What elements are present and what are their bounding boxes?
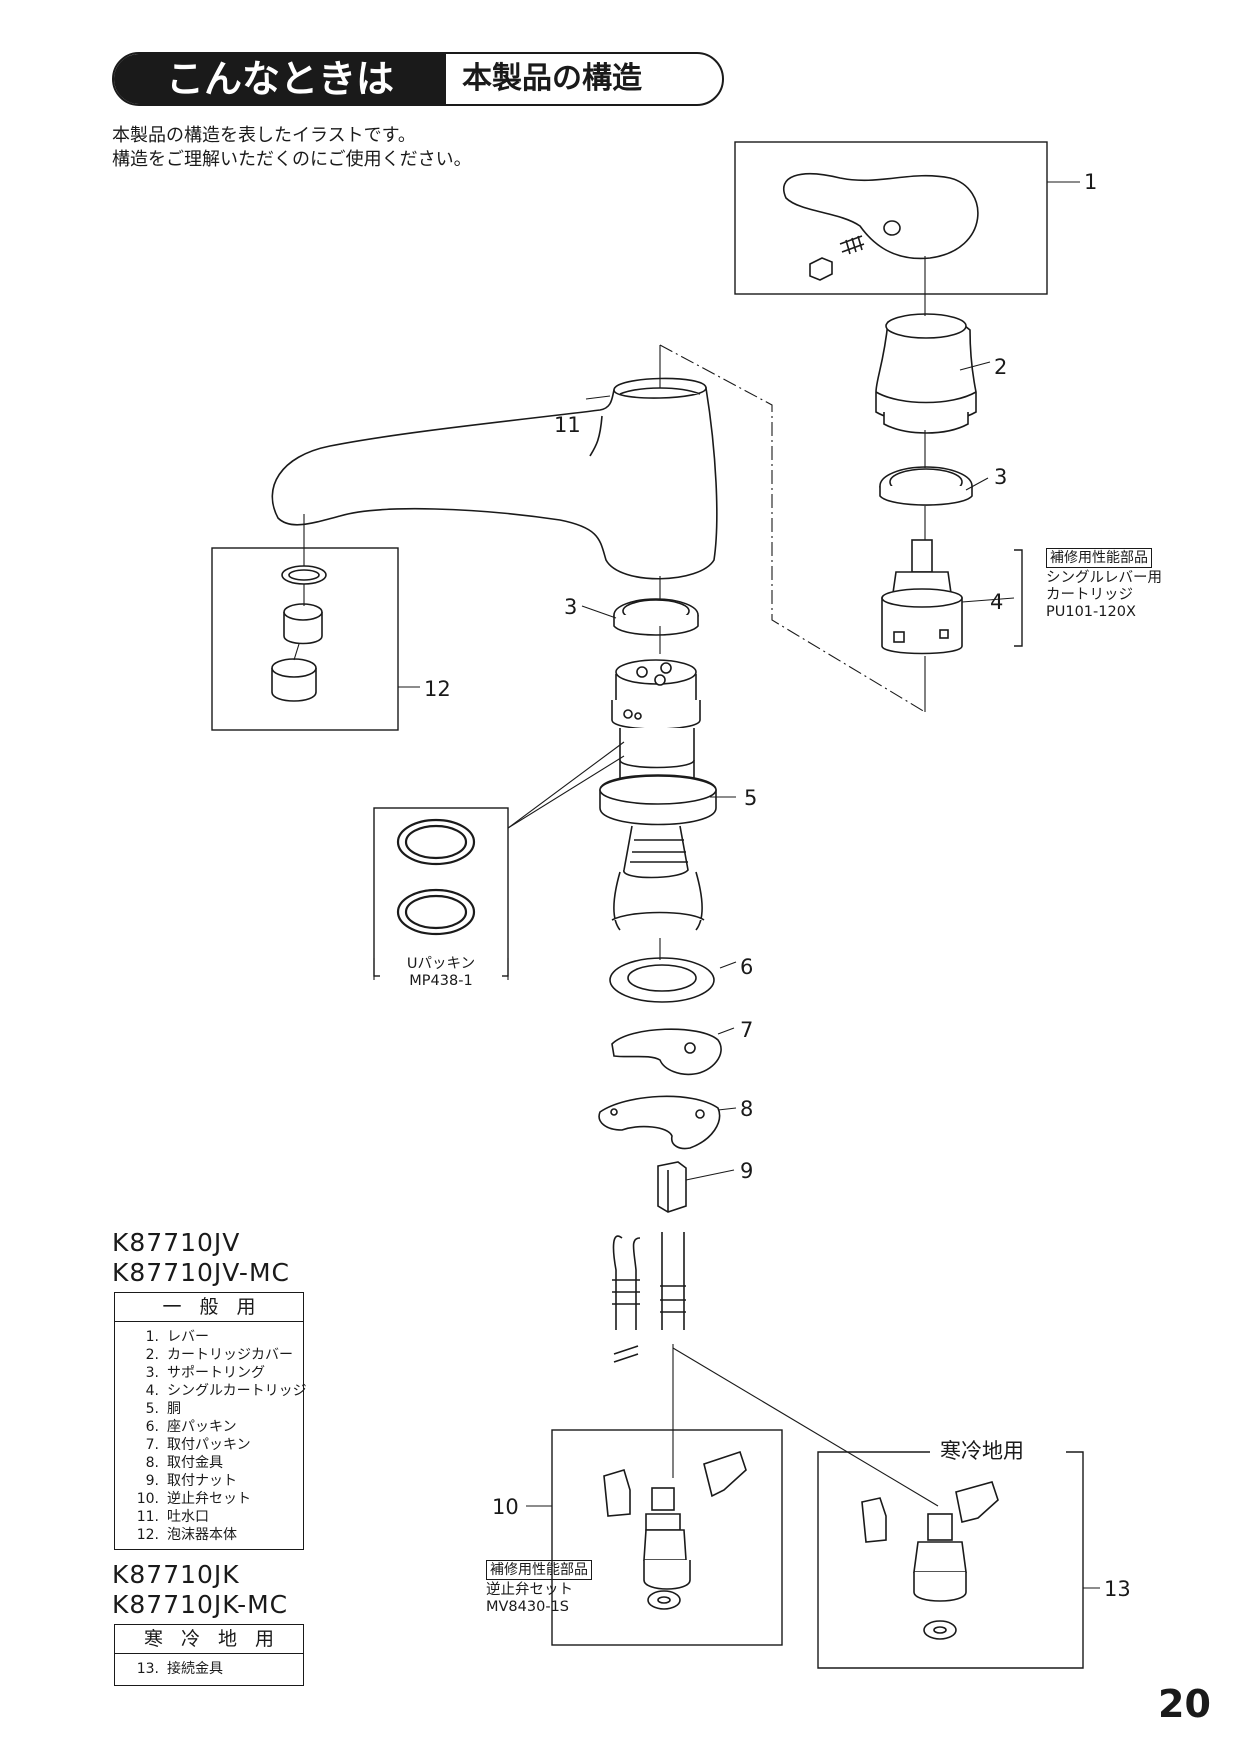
mounting-packing-part [611, 1028, 722, 1076]
page-number: 20 [1158, 1682, 1211, 1726]
parts-row: 3.サポートリング [145, 1365, 265, 1381]
leader-lines [293, 181, 1100, 1589]
cold-table-heading: 寒冷地用 [115, 1625, 303, 1654]
section-tag: こんなときは [114, 54, 446, 104]
cold-parts-list: 13.接続金具 [115, 1654, 303, 1682]
callout-4: 4 [990, 590, 1004, 614]
valve-note: 補修用性能部品 逆止弁セット MV8430-1S [486, 1560, 592, 1616]
cold-region-label: 寒冷地用 [936, 1438, 1028, 1464]
general-parts-list: 1.レバー 2.カートリッジカバー 3.サポートリング 4.シングルカートリッジ… [115, 1322, 307, 1548]
body-part [599, 659, 717, 931]
aerator-part [271, 565, 327, 702]
callout-9: 9 [740, 1159, 754, 1183]
callout-8: 8 [740, 1097, 754, 1121]
cartridge-cover-part [875, 313, 977, 434]
mounting-bracket-part [598, 1095, 721, 1150]
cold-model-1: K87710JK [112, 1560, 240, 1589]
callout-5: 5 [744, 786, 758, 810]
parts-row: 13.接続金具 [136, 1661, 223, 1677]
packing-note-line-2: MP438-1 [409, 973, 473, 989]
callout-3-lower: 3 [564, 595, 578, 619]
lever-box [734, 141, 1048, 295]
callout-1: 1 [1084, 170, 1098, 194]
cold-box [817, 1451, 1084, 1669]
check-valve-part [603, 1450, 747, 1610]
hoses-part [612, 1232, 686, 1363]
callout-7: 7 [740, 1018, 754, 1042]
mounting-nut-part [657, 1161, 687, 1213]
parts-row: 12.泡沫器本体 [136, 1527, 237, 1543]
callout-6: 6 [740, 955, 754, 979]
support-ring-top [879, 466, 973, 506]
lever-part [783, 172, 979, 281]
valve-box [551, 1429, 783, 1646]
parts-row: 6.座パッキン [145, 1419, 237, 1435]
u-packing-part [396, 818, 476, 936]
cartridge-note-line-3: PU101-120X [1046, 604, 1136, 620]
callout-10: 10 [492, 1495, 519, 1519]
cartridge-note: 補修用性能部品 シングルレバー用 カートリッジ PU101-120X [1046, 548, 1162, 621]
parts-row: 8.取付金具 [145, 1455, 223, 1471]
valve-note-line-2: MV8430-1S [486, 1599, 569, 1615]
intro-text: 本製品の構造を表したイラストです。 構造をご理解いただくのにご使用ください。 [112, 124, 472, 172]
section-header: こんなときは 本製品の構造 [112, 52, 724, 106]
cold-fitting-part [861, 1481, 999, 1640]
packing-note: Uパッキン MP438-1 [380, 956, 502, 990]
parts-row: 9.取付ナット [145, 1473, 237, 1489]
general-model-1: K87710JV [112, 1228, 241, 1257]
general-model-2: K87710JV-MC [112, 1258, 290, 1287]
callout-11: 11 [554, 413, 581, 437]
packing-box [373, 807, 509, 977]
valve-note-line-1: 逆止弁セット [486, 1582, 573, 1598]
cartridge-note-line-1: シングルレバー用 [1046, 570, 1162, 586]
intro-line-2: 構造をご理解いただくのにご使用ください。 [112, 149, 472, 170]
cold-model-2: K87710JK-MC [112, 1590, 289, 1619]
cartridge-note-line-2: カートリッジ [1046, 587, 1133, 603]
seat-packing-part [609, 957, 715, 1003]
parts-row: 7.取付パッキン [145, 1437, 251, 1453]
callout-2: 2 [994, 355, 1008, 379]
callout-12: 12 [424, 677, 451, 701]
callout-13: 13 [1104, 1577, 1131, 1601]
support-ring-lower [613, 598, 699, 636]
spare-part-tag-valve: 補修用性能部品 [486, 1560, 592, 1580]
spout-part [271, 377, 718, 580]
aerator-box [211, 547, 399, 731]
general-parts-table: 一般用 1.レバー 2.カートリッジカバー 3.サポートリング 4.シングルカー… [114, 1292, 307, 1550]
callout-3-top: 3 [994, 465, 1008, 489]
parts-row: 4.シングルカートリッジ [145, 1383, 307, 1399]
intro-line-1: 本製品の構造を表したイラストです。 [112, 125, 416, 146]
cartridge-part [881, 539, 963, 655]
parts-row: 10.逆止弁セット [136, 1491, 251, 1507]
packing-note-line-1: Uパッキン [406, 956, 476, 972]
page-title: 本製品の構造 [462, 61, 642, 96]
general-table-heading: 一般用 [115, 1293, 303, 1322]
parts-row: 1.レバー [145, 1329, 209, 1345]
parts-row: 2.カートリッジカバー [145, 1347, 293, 1363]
cold-parts-table: 寒冷地用 13.接続金具 [114, 1624, 304, 1686]
spare-part-tag: 補修用性能部品 [1046, 548, 1152, 568]
parts-row: 5.胴 [145, 1401, 181, 1417]
cold-models: K87710JK K87710JK-MC [112, 1560, 288, 1620]
parts-row: 11.吐水口 [136, 1509, 209, 1525]
general-models: K87710JV K87710JV-MC [112, 1228, 290, 1288]
